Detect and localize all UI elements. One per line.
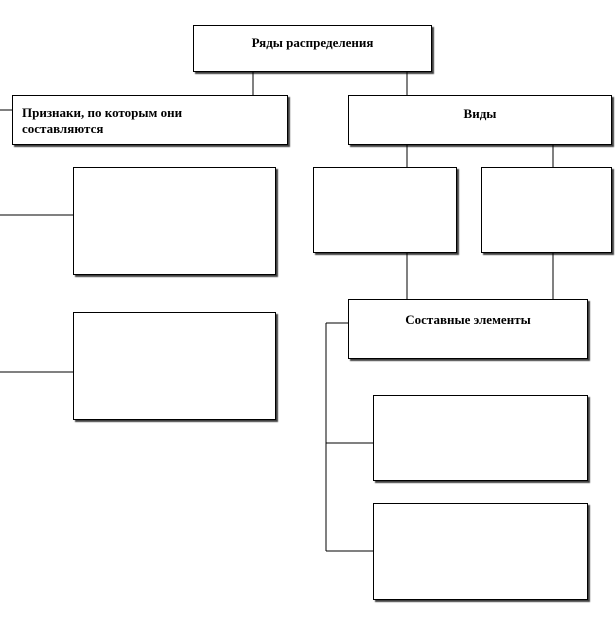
elements-label: Составные элементы <box>405 312 531 327</box>
elements-empty-box-2 <box>373 503 588 600</box>
root-box: Ряды распределения <box>193 25 432 72</box>
left-empty-box-2 <box>73 312 276 420</box>
elements-box: Составные элементы <box>348 299 588 359</box>
right-branch-box: Виды <box>348 95 612 145</box>
type-empty-box-1 <box>313 167 457 253</box>
right-branch-label: Виды <box>463 106 497 121</box>
left-branch-box: Признаки, по которым они составляются <box>12 95 288 145</box>
elements-empty-box-1 <box>373 395 588 481</box>
left-empty-box-1 <box>73 167 276 275</box>
type-empty-box-2 <box>481 167 612 253</box>
left-branch-label: Признаки, по которым они составляются <box>22 105 183 136</box>
root-label: Ряды распределения <box>251 35 374 50</box>
